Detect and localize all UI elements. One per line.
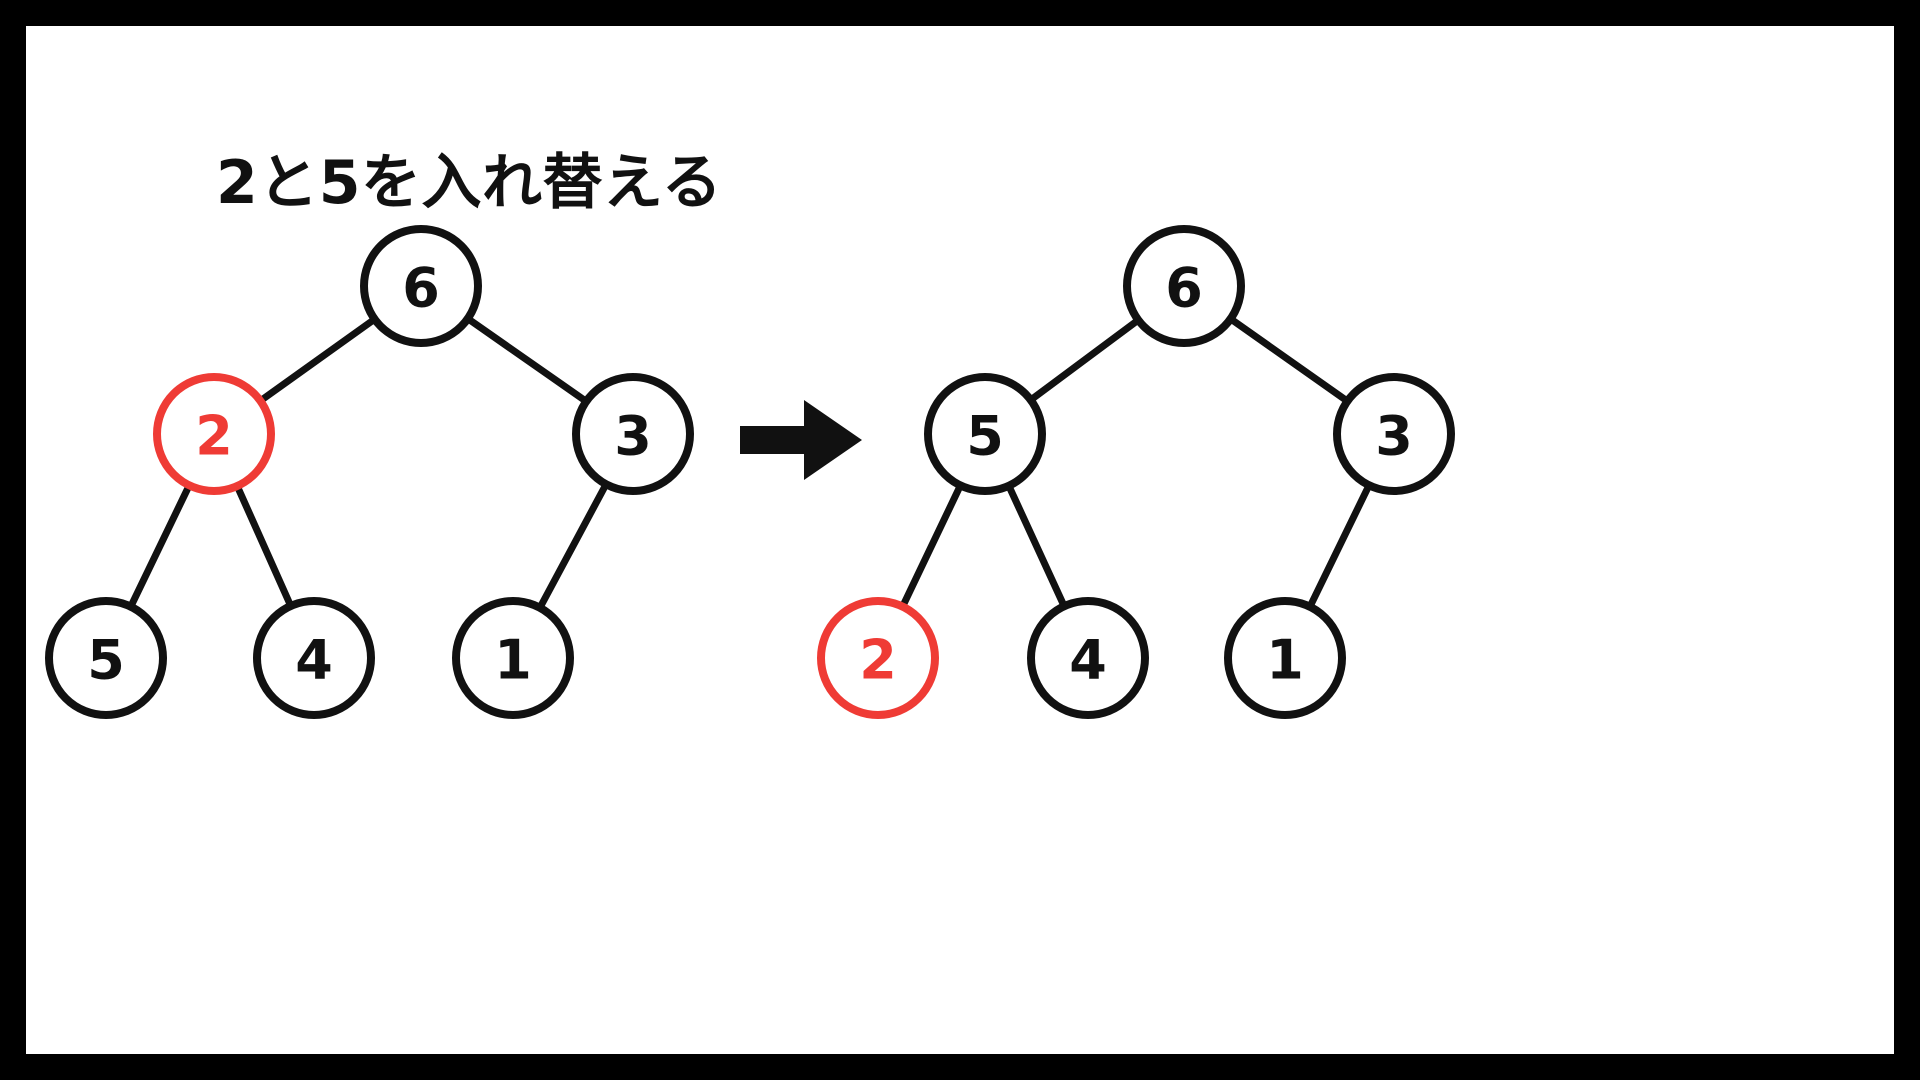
tree-edge-R5-R4: [1004, 481, 1069, 611]
tree-node-right-3[interactable]: 3: [1333, 373, 1455, 495]
tree-node-right-5[interactable]: 5: [924, 373, 1046, 495]
tree-node-left-1[interactable]: 1: [452, 597, 574, 719]
tree-edge-L2-L5: [126, 480, 194, 612]
node-circle: [153, 373, 275, 495]
tree-edge-L3-L1: [535, 479, 611, 613]
tree-node-left-4[interactable]: 4: [253, 597, 375, 719]
tree-node-left-2[interactable]: 2: [153, 373, 275, 495]
node-circle: [45, 597, 167, 719]
tree-edge-R5-R2: [898, 481, 965, 611]
node-label: 6: [402, 257, 440, 320]
node-label: 1: [494, 629, 532, 692]
node-circle: [360, 225, 482, 347]
node-label: 2: [195, 405, 233, 468]
tree-edge-R3-R1: [1306, 480, 1373, 612]
tree-edge-L2-L4: [233, 481, 295, 611]
node-label: 1: [1266, 629, 1304, 692]
right-arrow-icon: [740, 400, 862, 480]
tree-node-left-3[interactable]: 3: [572, 373, 694, 495]
node-circle: [1027, 597, 1149, 719]
tree-edge-L6-L3: [463, 314, 591, 406]
tree-edge-L6-L2: [256, 315, 379, 405]
node-label: 4: [1069, 629, 1107, 692]
node-circle: [924, 373, 1046, 495]
node-circle: [452, 597, 574, 719]
tree-node-right-2[interactable]: 2: [817, 597, 939, 719]
node-circle: [1333, 373, 1455, 495]
left-tree-edges: [126, 314, 611, 613]
tree-edge-R6-R3: [1226, 314, 1352, 406]
tree-node-left-5[interactable]: 5: [45, 597, 167, 719]
node-circle: [572, 373, 694, 495]
node-label: 5: [87, 629, 125, 692]
tree-node-right-6[interactable]: 6: [1123, 225, 1245, 347]
tree-node-right-1[interactable]: 1: [1224, 597, 1346, 719]
left-tree-nodes: 6 2 3 5 4 1: [45, 225, 694, 719]
right-tree-edges: [898, 314, 1373, 612]
diagram-svg: 6 2 3 5 4 1 6 5 3 2 4 1: [45, 225, 1455, 719]
right-tree-nodes: 6 5 3 2 4 1: [817, 225, 1455, 719]
node-label: 4: [295, 629, 333, 692]
node-label: 5: [966, 405, 1004, 468]
node-label: 3: [1375, 405, 1413, 468]
page-title: 2と5を入れ替える: [216, 148, 723, 218]
node-circle: [1123, 225, 1245, 347]
node-label: 2: [859, 629, 897, 692]
node-label: 6: [1165, 257, 1203, 320]
tree-edge-R6-R5: [1026, 315, 1143, 405]
tree-node-right-4[interactable]: 4: [1027, 597, 1149, 719]
slide-canvas: 2と5を入れ替える 6 2 3 5 4 1 6 5 3 2 4 1: [26, 26, 1894, 1054]
node-circle: [253, 597, 375, 719]
node-label: 3: [614, 405, 652, 468]
node-circle: [817, 597, 939, 719]
tree-node-left-6[interactable]: 6: [360, 225, 482, 347]
node-circle: [1224, 597, 1346, 719]
